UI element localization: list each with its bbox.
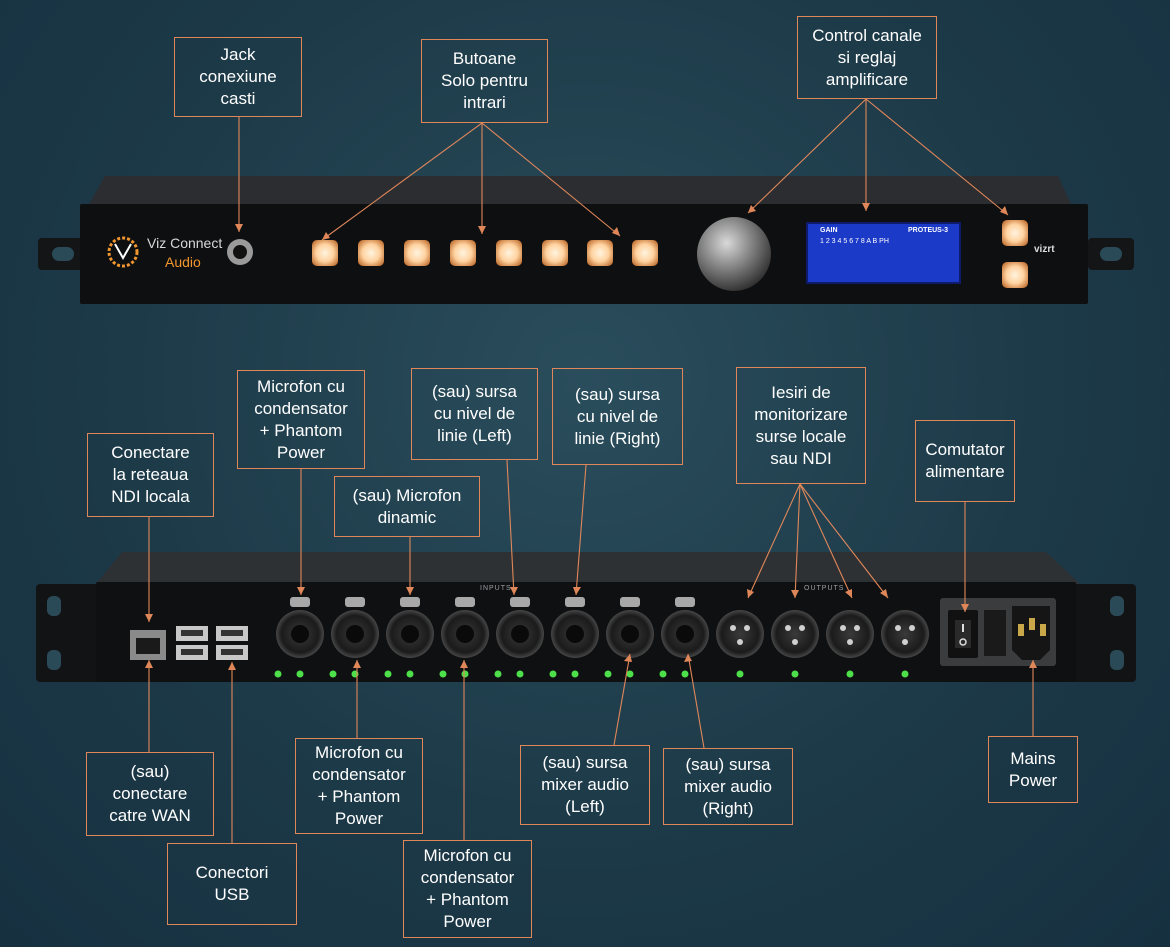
- lcd-model-label: PROTEUS-3: [908, 227, 949, 234]
- rear-rack-ear-right: [1072, 584, 1136, 682]
- callout-line-left: (sau) sursa cu nivel de linie (Left): [411, 368, 538, 460]
- xlr-output-4[interactable]: [881, 610, 929, 658]
- xlr-output-2[interactable]: [771, 610, 819, 658]
- solo-button-7[interactable]: [587, 240, 613, 266]
- rear-chassis-top: [96, 552, 1080, 584]
- side-button-bottom[interactable]: [1002, 262, 1028, 288]
- callout-condenser-mic-bottom: Microfon cu condensator + Phantom Power: [403, 840, 532, 938]
- solo-button-2[interactable]: [358, 240, 384, 266]
- gain-knob[interactable]: [697, 217, 771, 291]
- solo-button-5[interactable]: [496, 240, 522, 266]
- lcd-channel-labels: 1 2 3 4 5 6 7 8 A B PH: [820, 238, 889, 245]
- callout-line-right: (sau) sursa cu nivel de linie (Right): [552, 368, 683, 465]
- lcd-gain-label: GAIN: [820, 227, 838, 234]
- front-chassis-top: [88, 176, 1072, 206]
- callout-monitor-outputs: Iesiri de monitorizare surse locale sau …: [736, 367, 866, 484]
- callout-condenser-mic-mid: Microfon cu condensator + Phantom Power: [295, 738, 423, 834]
- solo-button-6[interactable]: [542, 240, 568, 266]
- rack-ear-slot: [47, 650, 61, 670]
- solo-button-4[interactable]: [450, 240, 476, 266]
- xlr-output-1[interactable]: [716, 610, 764, 658]
- lcd-display: GAIN PROTEUS-3 1 2 3 4 5 6 7 8 A B PH: [806, 222, 961, 284]
- callout-mixer-right: (sau) sursa mixer audio (Right): [663, 748, 793, 825]
- rack-ear-slot: [1110, 650, 1124, 670]
- xlr-output-3[interactable]: [826, 610, 874, 658]
- solo-button-3[interactable]: [404, 240, 430, 266]
- brand-name: Viz Connect: [147, 235, 223, 251]
- callout-solo-buttons: Butoane Solo pentru intrari: [421, 39, 548, 123]
- leader-arrowheads: [145, 203, 1037, 670]
- solo-buttons: [312, 240, 658, 266]
- vizrt-logo: vizrt: [1034, 244, 1055, 255]
- callout-mains: Mains Power: [988, 736, 1078, 803]
- combo-inputs: [276, 597, 709, 658]
- xlr-outputs: [716, 610, 929, 658]
- mains-inlet-icon[interactable]: [1012, 606, 1050, 660]
- callout-usb: Conectori USB: [167, 843, 297, 925]
- callout-headphone-jack: Jack conexiune casti: [174, 37, 302, 117]
- callout-mixer-left: (sau) sursa mixer audio (Left): [520, 745, 650, 825]
- side-button-top[interactable]: [1002, 220, 1028, 246]
- rack-ear-slot: [1100, 247, 1122, 261]
- rear-panel: [36, 552, 1136, 682]
- callout-ndi-network: Conectare la reteaua NDI locala: [87, 433, 214, 517]
- solo-button-1[interactable]: [312, 240, 338, 266]
- rear-inputs-label: INPUTS: [480, 585, 512, 592]
- callout-wan: (sau) conectare catre WAN: [86, 752, 214, 836]
- callout-dynamic-mic: (sau) Microfon dinamic: [334, 476, 480, 537]
- leader-lines: [148, 98, 1034, 843]
- solo-button-8[interactable]: [632, 240, 658, 266]
- callout-channel-control: Control canale si reglaj amplificare: [797, 16, 937, 99]
- callout-condenser-mic-top: Microfon cu condensator + Phantom Power: [237, 370, 365, 469]
- rack-ear-slot: [52, 247, 74, 261]
- rack-ear-slot: [1110, 596, 1124, 616]
- brand-subname: Audio: [165, 254, 201, 270]
- callout-power-switch: Comutator alimentare: [915, 420, 1015, 502]
- brand-logo-icon: [107, 236, 139, 268]
- rear-outputs-label: OUTPUTS: [804, 585, 845, 592]
- usb-ports: [176, 626, 248, 660]
- rack-ear-slot: [47, 596, 61, 616]
- rear-rack-ear-left: [36, 584, 100, 682]
